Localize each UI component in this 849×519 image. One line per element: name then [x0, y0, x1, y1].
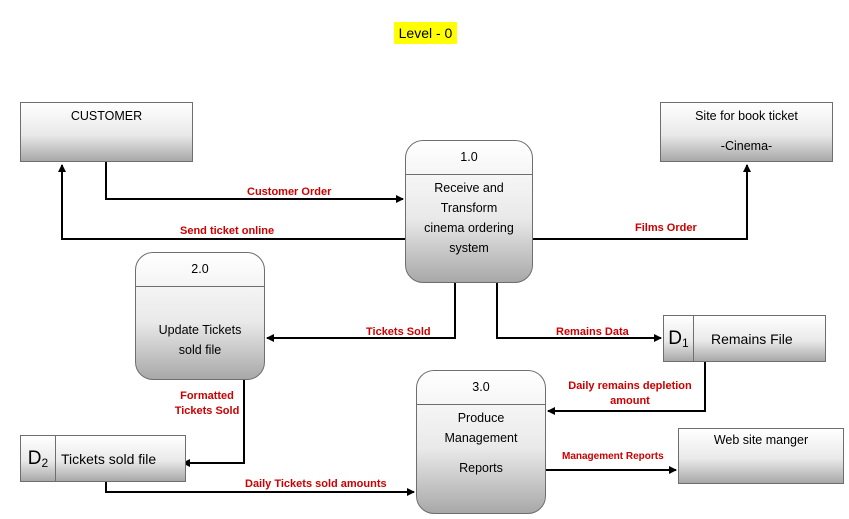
store-d2-id: D2: [21, 436, 56, 481]
diagram-title: Level - 0: [394, 22, 457, 44]
process-2[interactable]: 2.0 Update Tickets sold file: [135, 252, 265, 380]
process-1[interactable]: 1.0 Receive and Transform cinema orderin…: [405, 140, 533, 283]
store-d1-id: D1: [664, 316, 694, 361]
entity-site-line2: -Cinema-: [720, 139, 773, 153]
flow-label-daily-remains: Daily remains depletion amount: [568, 380, 692, 407]
store-d1-name: Remains File: [711, 331, 793, 347]
flow-label-remains-data: Remains Data: [556, 326, 629, 338]
entity-web-site-manager[interactable]: Web site manger: [678, 428, 844, 484]
process-3-label: Produce Management Reports: [444, 411, 518, 475]
process-1-label: Receive and Transform cinema ordering sy…: [424, 181, 514, 255]
arrow-daily-remains: [547, 361, 706, 415]
process-2-label: Update Tickets sold file: [158, 323, 242, 357]
flow-label-send-ticket: Send ticket online: [180, 225, 275, 237]
flow-label-tickets-sold: Tickets Sold: [366, 326, 431, 338]
arrow-tickets-sold: [266, 283, 456, 342]
arrow-customer-order: [105, 162, 404, 203]
arrow-send-ticket: [58, 164, 405, 240]
entity-customer[interactable]: CUSTOMER: [20, 102, 193, 162]
process-3[interactable]: 3.0 Produce Management Reports: [416, 370, 546, 514]
arrow-daily-tickets: [105, 482, 415, 496]
arrow-remains-data: [496, 283, 662, 342]
process-1-id: 1.0: [406, 141, 532, 175]
flow-label-customer-order: Customer Order: [247, 186, 332, 198]
store-d2-name: Tickets sold file: [61, 451, 157, 467]
flow-label-formatted-tickets: Formatted Tickets Sold: [174, 390, 240, 417]
flow-label-management-reports: Management Reports: [562, 451, 664, 462]
store-d2-tickets-sold-file[interactable]: D2 Tickets sold file: [20, 435, 186, 482]
flow-label-films-order: Films Order: [635, 222, 697, 234]
entity-web-manager-label: Web site manger: [713, 433, 809, 447]
arrow-films-order: [533, 164, 751, 240]
entity-site-book-ticket[interactable]: Site for book ticket -Cinema-: [660, 102, 833, 162]
process-3-id: 3.0: [417, 371, 545, 405]
flow-label-daily-tickets: Daily Tickets sold amounts: [245, 478, 387, 490]
entity-customer-label: CUSTOMER: [70, 109, 143, 123]
store-d1-remains-file[interactable]: D1 Remains File: [663, 315, 826, 362]
arrow-formatted-tickets: [182, 380, 245, 467]
entity-site-line1: Site for book ticket: [695, 109, 798, 123]
process-2-id: 2.0: [136, 253, 264, 287]
